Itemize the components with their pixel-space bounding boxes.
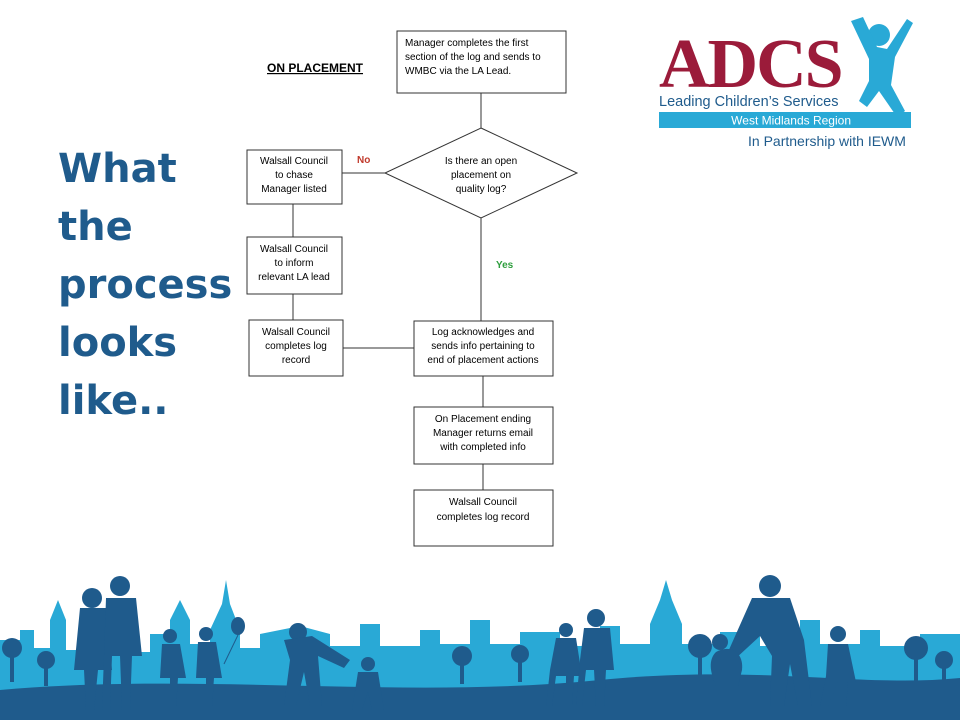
node-text: Manager returns email (433, 428, 533, 439)
logo-region: West Midlands Region (731, 114, 851, 128)
tree-silhouettes (2, 634, 953, 686)
node-text: to inform (275, 258, 314, 269)
node-text: Is there an open (445, 156, 517, 167)
jumping-child-icon (851, 17, 913, 117)
node-text: completes log record (437, 512, 530, 523)
node-text: Walsall Council (449, 497, 517, 508)
node-text: Manager listed (261, 184, 327, 195)
node-manager-first-section: Manager completes the first section of t… (396, 30, 567, 94)
node-text: Manager completes the first (405, 38, 529, 49)
flowchart-heading: ON PLACEMENT (267, 61, 364, 75)
node-walsall-inform-lead: Walsall Council to inform relevant LA le… (246, 236, 343, 295)
node-placement-ending: On Placement ending Manager returns emai… (413, 406, 554, 465)
title-line: looks (58, 320, 178, 366)
node-text: to chase (275, 170, 313, 181)
logo-wordmark: ADCS (659, 26, 842, 103)
edge-label-yes: Yes (496, 260, 514, 271)
node-text: completes log (265, 341, 327, 352)
node-text: with completed info (439, 442, 526, 453)
title-line: the (58, 204, 133, 250)
node-text: On Placement ending (435, 414, 531, 425)
node-text: section of the log and sends to (405, 52, 541, 63)
flowchart-connectors (292, 93, 484, 490)
skyline-footer-illustration (0, 575, 960, 720)
node-text: end of placement actions (427, 355, 538, 366)
logo-region-bar (659, 112, 911, 128)
node-walsall-chase-manager: Walsall Council to chase Manager listed (246, 149, 343, 205)
node-text: WMBC via the LA Lead. (405, 66, 511, 77)
node-walsall-completes-record-final: Walsall Council completes log record (413, 489, 554, 547)
node-log-acknowledges: Log acknowledges and sends info pertaini… (413, 320, 554, 377)
adcs-logo: ADCS Leading Children’s Services West Mi… (659, 17, 913, 149)
title-line: What (58, 146, 177, 192)
title-line: process (58, 262, 233, 308)
node-text: Walsall Council (262, 327, 330, 338)
node-decision-open-placement: Is there an open placement on quality lo… (383, 127, 579, 219)
node-text: Walsall Council (260, 156, 328, 167)
logo-partner: In Partnership with IEWM (748, 133, 906, 149)
family-silhouettes (74, 575, 856, 710)
title-line: like.. (58, 378, 169, 424)
edge-label-no: No (357, 155, 370, 166)
node-text: Walsall Council (260, 244, 328, 255)
node-text: Log acknowledges and (432, 327, 534, 338)
node-text: sends info pertaining to (431, 341, 535, 352)
node-text: placement on (451, 170, 511, 181)
node-text: relevant LA lead (258, 272, 330, 283)
slide-title: What the process looks like.. (58, 140, 233, 430)
logo-tagline: Leading Children’s Services (659, 94, 838, 110)
node-text: record (282, 355, 310, 366)
node-walsall-completes-record-left: Walsall Council completes log record (248, 319, 344, 377)
node-text: quality log? (456, 184, 507, 195)
